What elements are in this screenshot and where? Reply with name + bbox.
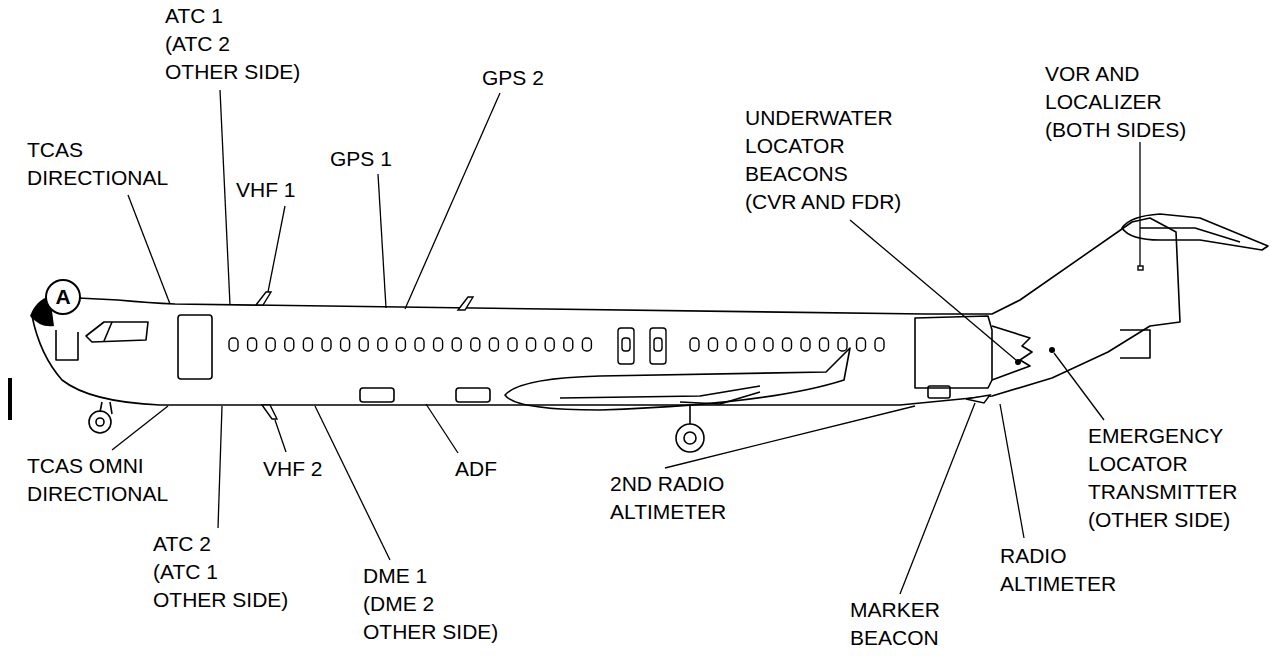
marker-beacon-antenna [966,395,990,403]
cabin-window [564,338,573,351]
main-gear-hub [684,432,696,444]
main-gear-strut [689,406,691,424]
wing [505,348,850,410]
horizontal-stabilizer [1122,214,1268,250]
cabin-window [341,338,350,351]
cabin-window [266,338,275,351]
cabin-window [452,338,461,351]
antenna-label: VHF 2 [263,455,323,483]
elt-point [1049,347,1055,353]
ant-stub [1138,266,1143,270]
cabin-window [322,338,331,351]
cabin-window [727,338,736,351]
antenna-label: EMERGENCY LOCATOR TRANSMITTER (OTHER SID… [1088,422,1237,534]
leader-line [900,403,975,594]
cabin-window [527,338,536,351]
leader-line [378,174,386,308]
belly-fairing [360,388,394,402]
pylon [928,386,950,398]
cabin-window [248,338,257,351]
antenna-label: VHF 1 [236,176,296,204]
wing-flap [560,386,760,404]
antenna-label: ATC 1 (ATC 2 OTHER SIDE) [165,2,300,86]
antenna-label: ATC 2 (ATC 1 OTHER SIDE) [153,530,288,614]
cabin-window [709,338,718,351]
leader-line [275,420,286,452]
cabin-window [857,338,866,351]
cabin-window [434,338,443,351]
nose-gear-hub [96,418,104,426]
cabin-window [303,338,312,351]
leader-line [405,93,500,309]
leader-line [1139,142,1140,266]
cabin-window [545,338,554,351]
cabin-window [582,338,591,351]
apu-panel [1120,330,1150,358]
vhf2-antenna [262,405,277,419]
antenna-label: MARKER BEACON [850,596,940,652]
leader-line [112,406,168,450]
stabilizer-detail [1140,228,1240,242]
cabin-door [178,315,212,379]
cabin-window [285,338,294,351]
cabin-window [359,338,368,351]
exit-door [650,328,666,364]
cabin-window [508,338,517,351]
antenna-label: 2ND RADIO ALTIMETER [610,470,726,526]
antenna-label: GPS 2 [482,64,544,92]
leader-line [268,206,285,292]
leader-line [128,195,170,304]
cabin-window [622,338,630,351]
cabin-window [764,338,773,351]
cabin-window [489,338,498,351]
antenna-label: TCAS DIRECTIONAL [27,136,168,192]
cabin-window [783,338,792,351]
reference-bar [8,378,12,420]
antenna-label: DME 1 (DME 2 OTHER SIDE) [363,562,498,646]
cabin-window [820,338,829,351]
cabin-window [801,338,810,351]
belly-fairing [456,388,490,402]
vhf1-antenna [256,292,271,305]
leader-line [665,406,915,468]
antenna-label: RADIO ALTIMETER [1000,542,1116,598]
cabin-window [415,338,424,351]
main-gear-wheel [676,424,704,452]
antenna-label: UNDERWATER LOCATOR BEACONS (CVR AND FDR) [745,104,901,216]
cabin-window [654,338,662,351]
leader-line [1054,353,1104,420]
upper-antenna [458,297,473,310]
cabin-window [471,338,480,351]
antenna-label: VOR AND LOCALIZER (BOTH SIDES) [1045,60,1186,144]
leader-line [315,406,390,560]
cabin-window [746,338,755,351]
leader-line [220,90,230,305]
cockpit-window [86,322,148,342]
nose-frame [56,330,78,360]
engine-exhaust [992,326,1032,380]
antenna-label: GPS 1 [330,145,392,173]
cockpit-window-frame [104,322,112,341]
engine-nacelle [915,316,992,388]
cabin-window [875,338,884,351]
leader-line [426,404,458,453]
detail-callout-circle: A [45,279,81,315]
cabin-window [229,338,238,351]
cabin-window [690,338,699,351]
leader-line [850,220,1016,360]
antenna-label: TCAS OMNI DIRECTIONAL [27,452,168,508]
fuselage-outline [32,218,1180,405]
leader-line [218,406,222,528]
cabin-window [378,338,387,351]
antenna-label: ADF [455,455,497,483]
cabin-window [838,338,847,351]
nose-gear-wheel [89,411,111,433]
callout-letter: A [55,285,70,309]
exit-door [618,328,634,364]
leader-line [1000,404,1024,538]
cabin-window [396,338,405,351]
